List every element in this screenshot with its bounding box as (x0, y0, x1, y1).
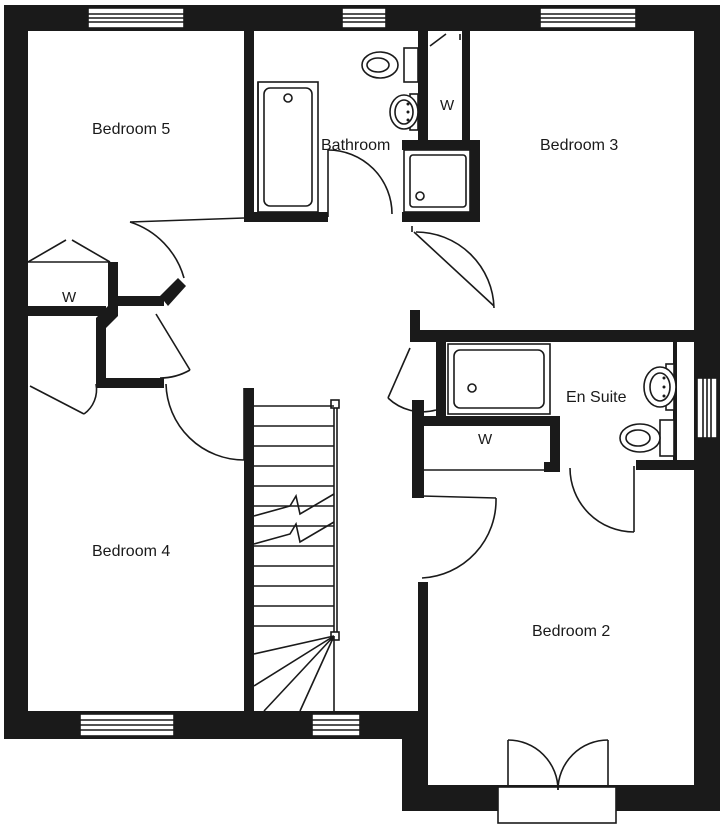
window-stairs (311, 713, 361, 737)
wall-wardrobe-left (412, 400, 424, 498)
bathroom-basin (389, 93, 419, 131)
staircase (253, 399, 340, 712)
wall-ensuite-right-thin (673, 340, 677, 460)
bathroom-toilet (361, 47, 419, 83)
en-suite-bath (447, 343, 551, 415)
wall-ensuite-bottom (636, 460, 720, 470)
wall-bedroom5-stub (108, 296, 164, 306)
door-bathroom[interactable] (327, 149, 393, 217)
en-suite-basin (643, 363, 677, 411)
wall-bedroom3-bottom (410, 330, 720, 342)
window-en-suite (696, 377, 718, 439)
wall-left-wardrobe-bottom (28, 306, 106, 316)
door-en-suite-left[interactable] (387, 347, 437, 413)
label-bathroom: Bathroom (321, 137, 390, 154)
label-wardrobe-left: W (62, 289, 77, 306)
windows (79, 7, 718, 824)
wall-shower-bottom (402, 212, 480, 222)
door-bedroom4-wardrobe[interactable] (29, 383, 98, 415)
door-bathroom-wardrobe[interactable] (429, 33, 461, 47)
wall-bathroom-left (244, 31, 254, 221)
wall-bathroom-right (418, 31, 428, 143)
wall-bottom-left (4, 711, 428, 739)
wall-wardrobe-right (462, 31, 470, 143)
label-bedroom5: Bedroom 5 (92, 121, 170, 138)
label-wardrobe-ensuite: W (478, 431, 493, 448)
fixtures (257, 47, 677, 457)
wall-wardrobe-stub (544, 462, 560, 472)
wall-bathroom-bottom-a (244, 212, 328, 222)
shower-tray (403, 149, 471, 213)
wall-shower-top (402, 140, 480, 150)
wall-bedroom3-jamb (410, 310, 420, 342)
wall-ensuite-wardrobe-top (412, 416, 560, 426)
window-bedroom5 (87, 7, 185, 29)
wall-bedroom4-top (96, 378, 164, 388)
door-bedroom3[interactable] (411, 226, 495, 309)
window-bathroom (341, 7, 387, 29)
door-bedroom5[interactable] (129, 217, 245, 279)
label-bedroom4: Bedroom 4 (92, 543, 170, 560)
wall-angle-stub (160, 278, 186, 306)
wall-left (4, 5, 28, 739)
wall-bedroom4-jamb (96, 318, 106, 384)
window-bedroom3 (539, 7, 637, 29)
label-en-suite: En Suite (566, 389, 627, 406)
door-left-wardrobe[interactable] (27, 239, 111, 263)
room-labels: Bedroom 5 Bathroom Bedroom 3 W W En Suit… (62, 97, 627, 640)
bathroom-bath (257, 81, 319, 213)
french-doors-bedroom2 (497, 739, 617, 824)
wall-stair-left (244, 388, 254, 718)
interior-walls (28, 31, 720, 722)
label-wardrobe-bath: W (440, 97, 455, 114)
wall-bedroom2-left (418, 582, 428, 722)
door-hall-angled[interactable] (155, 313, 191, 379)
label-bedroom2: Bedroom 2 (532, 623, 610, 640)
wall-ensuite-left (436, 340, 446, 416)
doors (27, 33, 635, 579)
door-bedroom2[interactable] (421, 495, 497, 579)
wall-shower-right (470, 140, 480, 222)
door-bedroom4[interactable] (164, 383, 245, 461)
wall-wardrobe-right (550, 416, 560, 472)
en-suite-toilet (619, 419, 675, 457)
window-bedroom4 (79, 713, 175, 737)
label-bedroom3: Bedroom 3 (540, 137, 618, 154)
door-en-suite[interactable] (569, 466, 635, 533)
wall-left-wardrobe-right (108, 262, 118, 316)
